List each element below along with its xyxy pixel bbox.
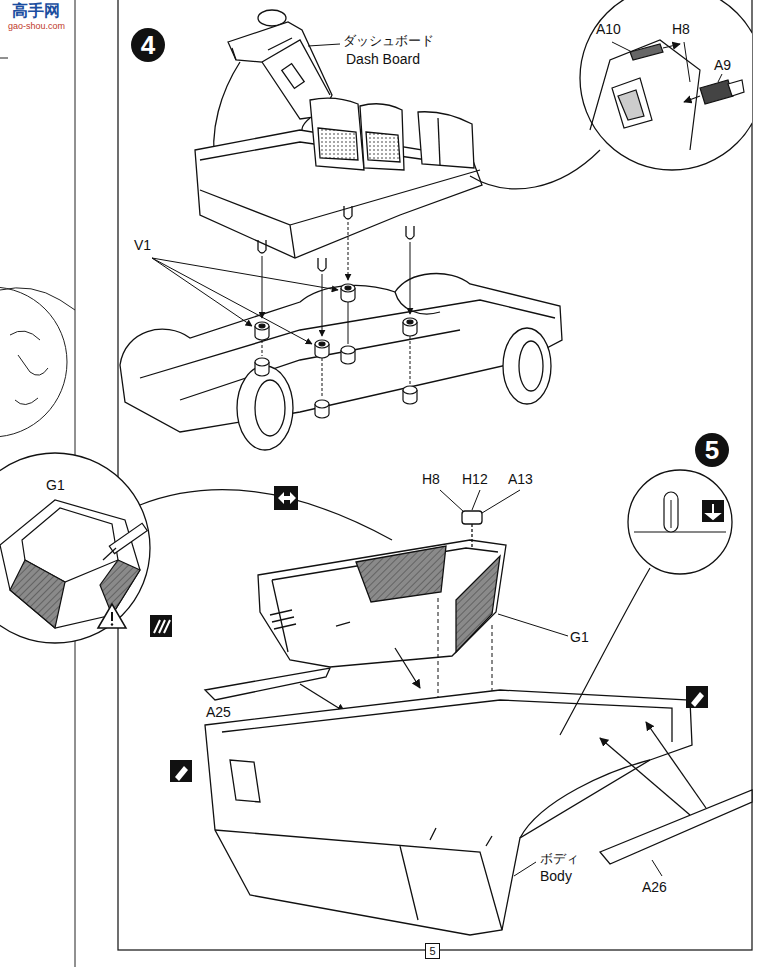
node-text: 5 bbox=[705, 437, 719, 463]
part-number: A13 bbox=[508, 472, 533, 487]
lower-body bbox=[205, 690, 692, 935]
detail-magnifier bbox=[560, 470, 732, 735]
a26-part bbox=[600, 722, 752, 864]
part-number: A25 bbox=[206, 705, 231, 720]
part-name: ダッシュボード bbox=[343, 34, 434, 48]
flip-icon bbox=[274, 486, 298, 510]
glue-icon bbox=[170, 686, 708, 782]
leader-line bbox=[514, 860, 662, 876]
leader-line bbox=[308, 44, 340, 46]
step-number: 5 bbox=[695, 433, 729, 467]
node-text: 5 bbox=[429, 946, 435, 957]
upper-body bbox=[258, 511, 506, 667]
node-text: 4 bbox=[141, 32, 155, 58]
part-name: Dash Board bbox=[346, 52, 420, 67]
leader-line bbox=[440, 490, 568, 636]
part-number: H12 bbox=[462, 472, 488, 487]
part-number: A26 bbox=[642, 880, 667, 895]
mount-post bbox=[255, 346, 417, 418]
part-number: G1 bbox=[46, 478, 65, 493]
page-number: 5 bbox=[425, 943, 440, 959]
part-number: G1 bbox=[570, 630, 589, 645]
a25-part bbox=[205, 648, 420, 712]
part-number: H8 bbox=[672, 22, 690, 37]
part-name: ボディ bbox=[540, 852, 579, 866]
magnifier-leader bbox=[470, 150, 600, 189]
part-number: A9 bbox=[714, 58, 731, 73]
step-number: 4 bbox=[131, 28, 165, 62]
part-number: A10 bbox=[596, 22, 621, 37]
assembly-arrow bbox=[152, 222, 410, 398]
part-name: Body bbox=[540, 869, 572, 884]
watermark: gao-shou.com bbox=[8, 22, 65, 32]
chassis bbox=[120, 274, 562, 450]
v1-part bbox=[255, 284, 417, 358]
part-number: V1 bbox=[134, 238, 151, 253]
part-number: H8 bbox=[422, 472, 440, 487]
interior-tub bbox=[195, 98, 482, 271]
detail-magnifier bbox=[580, 0, 752, 170]
watermark: 高手网 bbox=[12, 2, 60, 20]
